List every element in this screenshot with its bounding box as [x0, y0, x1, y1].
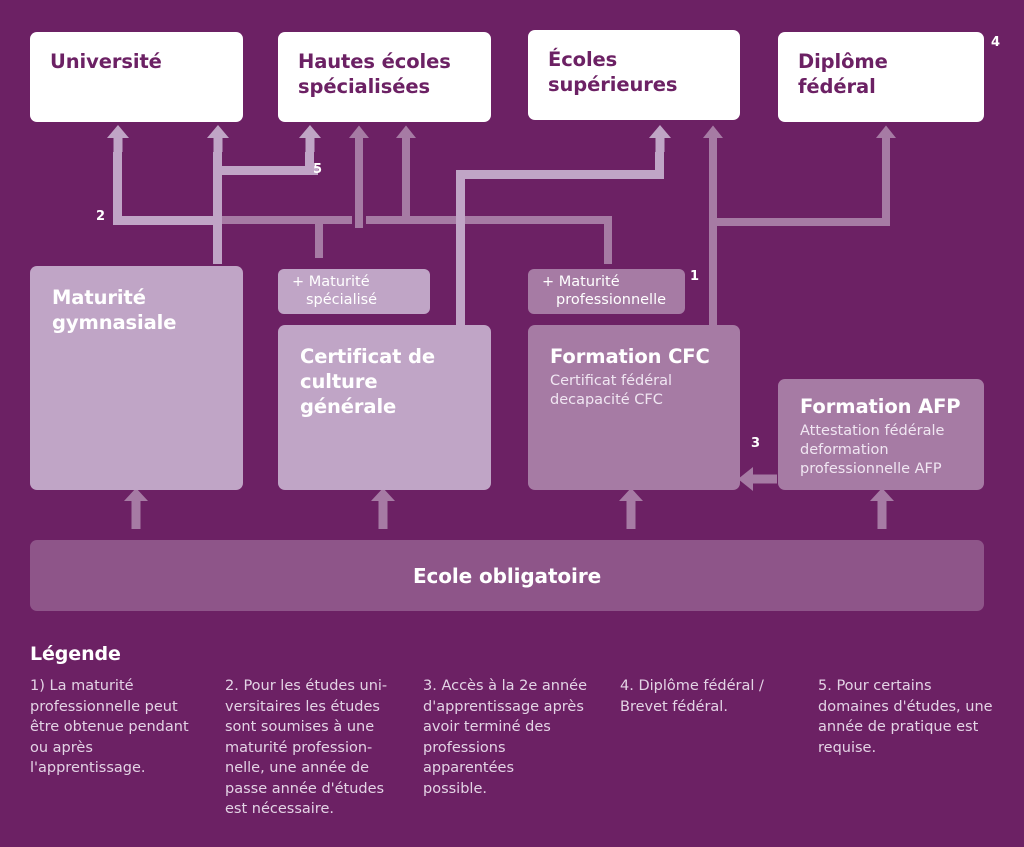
- tertiary-label-diplome-federal: Diplôme fédéral: [798, 50, 888, 98]
- chip-maturite-specialise[interactable]: + Maturité spécialisé: [278, 269, 430, 314]
- legend-item-3: 3. Accès à la 2e année d'apprentissage a…: [423, 678, 588, 797]
- tertiary-box-hautes-ecoles-specialisees[interactable]: Hautes écoles spécialisées: [278, 32, 491, 122]
- compulsory-school-bar[interactable]: Ecole obligatoire: [30, 540, 984, 611]
- secondary-title-formation-cfc: Formation CFC: [550, 345, 710, 368]
- note-marker-2: 2: [96, 209, 106, 224]
- tertiary-box-diplome-federal[interactable]: Diplôme fédéral: [778, 32, 984, 122]
- note-marker-1: 1: [690, 269, 700, 284]
- tertiary-label-universite: Université: [50, 50, 162, 73]
- tertiary-box-ecoles-superieures[interactable]: Écoles supérieures: [528, 30, 740, 120]
- secondary-box-formation-afp[interactable]: Formation AFP Attestation fédérale defor…: [778, 379, 984, 490]
- connector-layer: [107, 125, 896, 529]
- tertiary-label-hautes-ecoles-specialisees: Hautes écoles spécialisées: [298, 50, 451, 98]
- secondary-title-formation-afp: Formation AFP: [800, 395, 961, 418]
- secondary-subtitle-formation-cfc: Certificat fédéral decapacité CFC: [550, 372, 673, 409]
- chip-label-maturite-specialise: + Maturité spécialisé: [292, 273, 378, 308]
- legend-item-2: 2. Pour les études uni- versitaires les …: [225, 678, 388, 818]
- legend-title: Légende: [30, 643, 121, 665]
- note-marker-5: 5: [313, 162, 323, 177]
- secondary-box-certificat-culture-generale[interactable]: Certificat de culture générale: [278, 325, 491, 490]
- tertiary-label-ecoles-superieures: Écoles supérieures: [548, 48, 678, 96]
- secondary-title-certificat-culture-generale: Certificat de culture générale: [300, 345, 436, 418]
- chip-label-maturite-professionnelle: + Maturité professionnelle: [542, 273, 667, 308]
- compulsory-school-label: Ecole obligatoire: [412, 563, 602, 588]
- secondary-box-maturite-gymnasiale[interactable]: Maturité gymnasiale: [30, 266, 243, 490]
- legend-item-5: 5. Pour certains domaines d'études, une …: [818, 678, 993, 756]
- secondary-title-maturite-gymnasiale: Maturité gymnasiale: [52, 286, 177, 334]
- secondary-subtitle-formation-afp: Attestation fédérale deformation profess…: [800, 422, 945, 478]
- tertiary-box-universite[interactable]: Université: [30, 32, 243, 122]
- note-marker-4: 4: [991, 35, 1001, 50]
- legend-item-1: 1) La maturité professionnelle peut être…: [30, 678, 189, 777]
- chip-maturite-professionnelle[interactable]: + Maturité professionnelle: [528, 269, 685, 314]
- legend-item-4: 4. Diplôme fédéral / Brevet fédéral.: [620, 678, 764, 715]
- note-marker-3: 3: [751, 436, 761, 451]
- secondary-box-formation-cfc[interactable]: Formation CFC Certificat fédéral decapac…: [528, 325, 740, 490]
